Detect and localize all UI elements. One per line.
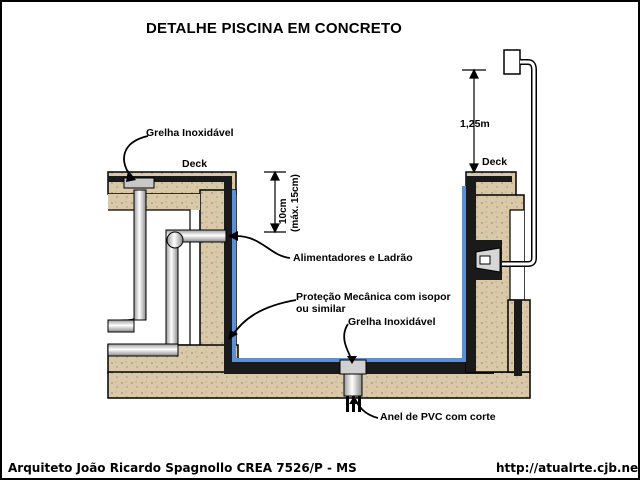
mechanical-protection-label-2: ou similar bbox=[296, 303, 346, 315]
dimension-lines bbox=[264, 68, 486, 234]
right-wall-structure bbox=[462, 171, 531, 376]
height-125-label: 1,25m bbox=[460, 118, 490, 130]
mechanical-protection-label-1: Proteção Mecânica com isopor bbox=[296, 291, 451, 303]
grate-bottom-label: Grelha Inoxidável bbox=[348, 316, 436, 328]
height-max-label: (máx. 15cm) bbox=[290, 174, 301, 232]
right-pipe-system bbox=[470, 49, 537, 280]
deck-left-label: Deck bbox=[182, 158, 208, 170]
footer-author: Arquiteto João Ricardo Spagnollo CREA 75… bbox=[8, 461, 357, 475]
feeders-overflow-label: Alimentadores e Ladrão bbox=[293, 252, 413, 264]
leader-arrows bbox=[126, 170, 359, 404]
diagram-title: DETALHE PISCINA EM CONCRETO bbox=[146, 20, 402, 37]
height-10cm-label: 10cm bbox=[278, 198, 289, 224]
grate-top-label: Grelha Inoxidável bbox=[146, 127, 234, 139]
footer-url[interactable]: http://atualrte.cjb.net bbox=[496, 461, 640, 475]
deck-right-label: Deck bbox=[482, 156, 508, 168]
left-pipe-system bbox=[107, 177, 227, 357]
bottom-drain bbox=[339, 359, 367, 412]
pvc-ring-label: Anel de PVC com corte bbox=[380, 411, 496, 423]
